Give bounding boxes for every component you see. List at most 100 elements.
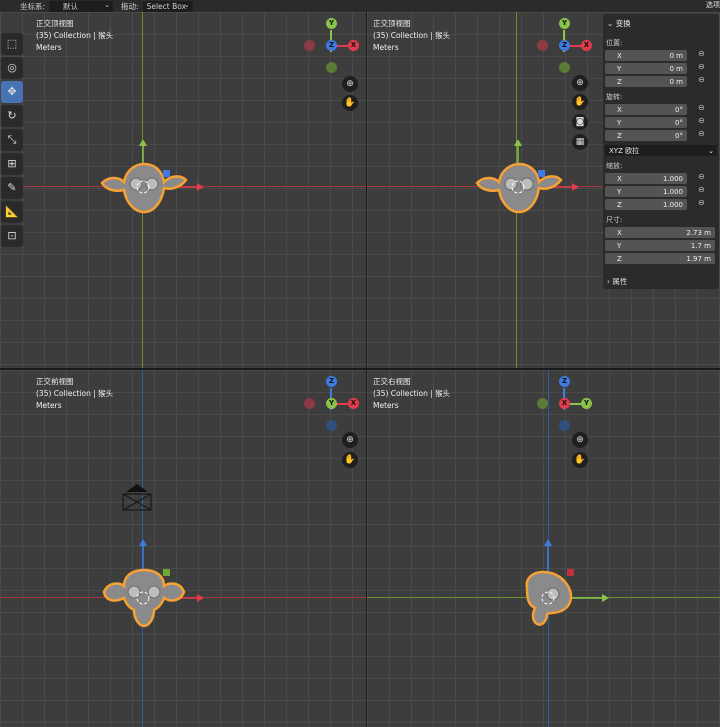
lock-icon[interactable]: ⊖ [698, 172, 705, 181]
lock-icon[interactable]: ⊖ [698, 75, 705, 84]
properties-label: 属性 [612, 277, 628, 286]
chevron-right-icon: › [607, 277, 610, 286]
monkey-object[interactable] [98, 140, 208, 220]
lock-icon[interactable]: ⊖ [698, 49, 705, 58]
location-label: 位置: [606, 39, 623, 47]
viewport-header: 坐标系: 默认 ⌄ 拖动: Select Box ⌄ 选项 [0, 0, 720, 12]
gizmo-x-line [331, 45, 353, 47]
gizmo-neg-x-ball[interactable] [537, 40, 548, 51]
3d-cursor-icon[interactable]: ◎ [1, 57, 23, 79]
pan-hand-icon[interactable]: ✋ [572, 452, 588, 468]
camera-object[interactable] [120, 482, 154, 512]
monkey-object[interactable] [473, 140, 583, 220]
camera-icon[interactable]: ◙ [572, 114, 588, 130]
gizmo-z-ball[interactable]: Z [559, 40, 570, 51]
gizmo-z-ball[interactable]: Z [326, 376, 337, 387]
drag-dropdown[interactable]: Select Box ⌄ [142, 0, 193, 12]
lock-icon[interactable]: ⊖ [698, 103, 705, 112]
lock-icon[interactable]: ⊖ [698, 198, 705, 207]
navigation-gizmo[interactable]: Y X Z [537, 18, 593, 74]
gizmo-y-ball[interactable]: Y [581, 398, 592, 409]
zoom-icon[interactable]: ⊕ [342, 76, 358, 92]
transform-panel-header[interactable]: ⌄ 变换 [607, 18, 631, 29]
cursor-select-icon[interactable]: ⬚ [1, 33, 23, 55]
rotation-mode-select[interactable]: XYZ 欧拉 ⌄ [605, 145, 717, 156]
rotation-label: 旋转: [606, 93, 623, 101]
viewport-units: Meters [373, 43, 399, 52]
gizmo-z-ball[interactable]: Z [559, 376, 570, 387]
monkey-object[interactable] [98, 532, 208, 632]
dimensions-label: 尺寸: [606, 216, 623, 224]
gizmo-neg-x-ball[interactable] [304, 40, 315, 51]
viewport-units: Meters [373, 401, 399, 410]
gizmo-neg-y-ball[interactable] [537, 398, 548, 409]
gizmo-x-ball[interactable]: X [348, 40, 359, 51]
chevron-down-icon: ⌄ [104, 0, 111, 9]
rotate-icon[interactable]: ↻ [1, 105, 23, 127]
lock-icon[interactable]: ⊖ [698, 116, 705, 125]
navigation-gizmo[interactable]: Y X Z [304, 18, 360, 74]
drag-value: Select Box [146, 1, 187, 11]
gizmo-x-ball[interactable]: X [581, 40, 592, 51]
viewport-bottom-left[interactable]: 正交前视图 (35) Collection | 猴头 Meters Z X Y … [0, 370, 366, 727]
scale-icon[interactable]: ⤡ [1, 129, 23, 151]
gizmo-x-ball[interactable]: X [559, 398, 570, 409]
viewport-title: 正交顶视图 [373, 19, 411, 28]
coord-system-dropdown[interactable]: 默认 ⌄ [49, 0, 114, 12]
measure-icon[interactable]: 📐 [1, 201, 23, 223]
viewport-info: 正交顶视图 (35) Collection | 猴头 Meters [36, 18, 113, 54]
grid-icon[interactable]: ▦ [572, 134, 588, 150]
viewport-divider-horizontal[interactable] [0, 368, 720, 370]
annotate-icon[interactable]: ✎ [1, 177, 23, 199]
lock-icon[interactable]: ⊖ [698, 185, 705, 194]
gizmo-y-ball[interactable]: Y [326, 18, 337, 29]
viewport-info: 正交顶视图 (35) Collection | 猴头 Meters [373, 18, 450, 54]
gizmo-y-ball[interactable]: Y [326, 398, 337, 409]
chevron-down-icon: ⌄ [607, 19, 614, 28]
gizmo-neg-y-ball[interactable] [559, 62, 570, 73]
navigation-gizmo[interactable]: Z X Y [304, 376, 360, 432]
add-cube-icon[interactable]: ⊡ [1, 225, 23, 247]
viewport-title: 正交顶视图 [36, 19, 74, 28]
gizmo-x-ball[interactable]: X [348, 398, 359, 409]
gizmo-neg-x-ball[interactable] [304, 398, 315, 409]
scale-label: 缩放: [606, 162, 623, 170]
viewport-title: 正交右视图 [373, 377, 411, 386]
pan-hand-icon[interactable]: ✋ [342, 95, 358, 111]
gizmo-z-ball[interactable]: Z [326, 40, 337, 51]
lock-icon[interactable]: ⊖ [698, 129, 705, 138]
zoom-icon[interactable]: ⊕ [572, 75, 588, 91]
gizmo-neg-z-ball[interactable] [326, 420, 337, 431]
gizmo-neg-y-ball[interactable] [326, 62, 337, 73]
options-menu[interactable]: 选项 [706, 1, 720, 9]
gizmo-y-ball[interactable]: Y [559, 18, 570, 29]
transform-icon[interactable]: ⊞ [1, 153, 23, 175]
pan-hand-icon[interactable]: ✋ [342, 452, 358, 468]
lock-icon[interactable]: ⊖ [698, 62, 705, 71]
zoom-icon[interactable]: ⊕ [342, 432, 358, 448]
zoom-icon[interactable]: ⊕ [572, 432, 588, 448]
gizmo-neg-z-ball[interactable] [559, 420, 570, 431]
move-icon[interactable]: ✥ [1, 81, 23, 103]
navigation-gizmo[interactable]: Z Y X [537, 376, 593, 432]
coord-system-label: 坐标系: [20, 1, 46, 11]
viewport-bottom-right[interactable]: 正交右视图 (35) Collection | 猴头 Meters Z Y X … [367, 370, 720, 727]
properties-section[interactable]: › 属性 [607, 276, 627, 287]
chevron-down-icon: ⌄ [183, 0, 190, 9]
monkey-object[interactable] [503, 532, 613, 632]
pan-hand-icon[interactable]: ✋ [572, 94, 588, 110]
viewport-top-left[interactable]: 正交顶视图 (35) Collection | 猴头 Meters Y X Z … [0, 12, 366, 368]
